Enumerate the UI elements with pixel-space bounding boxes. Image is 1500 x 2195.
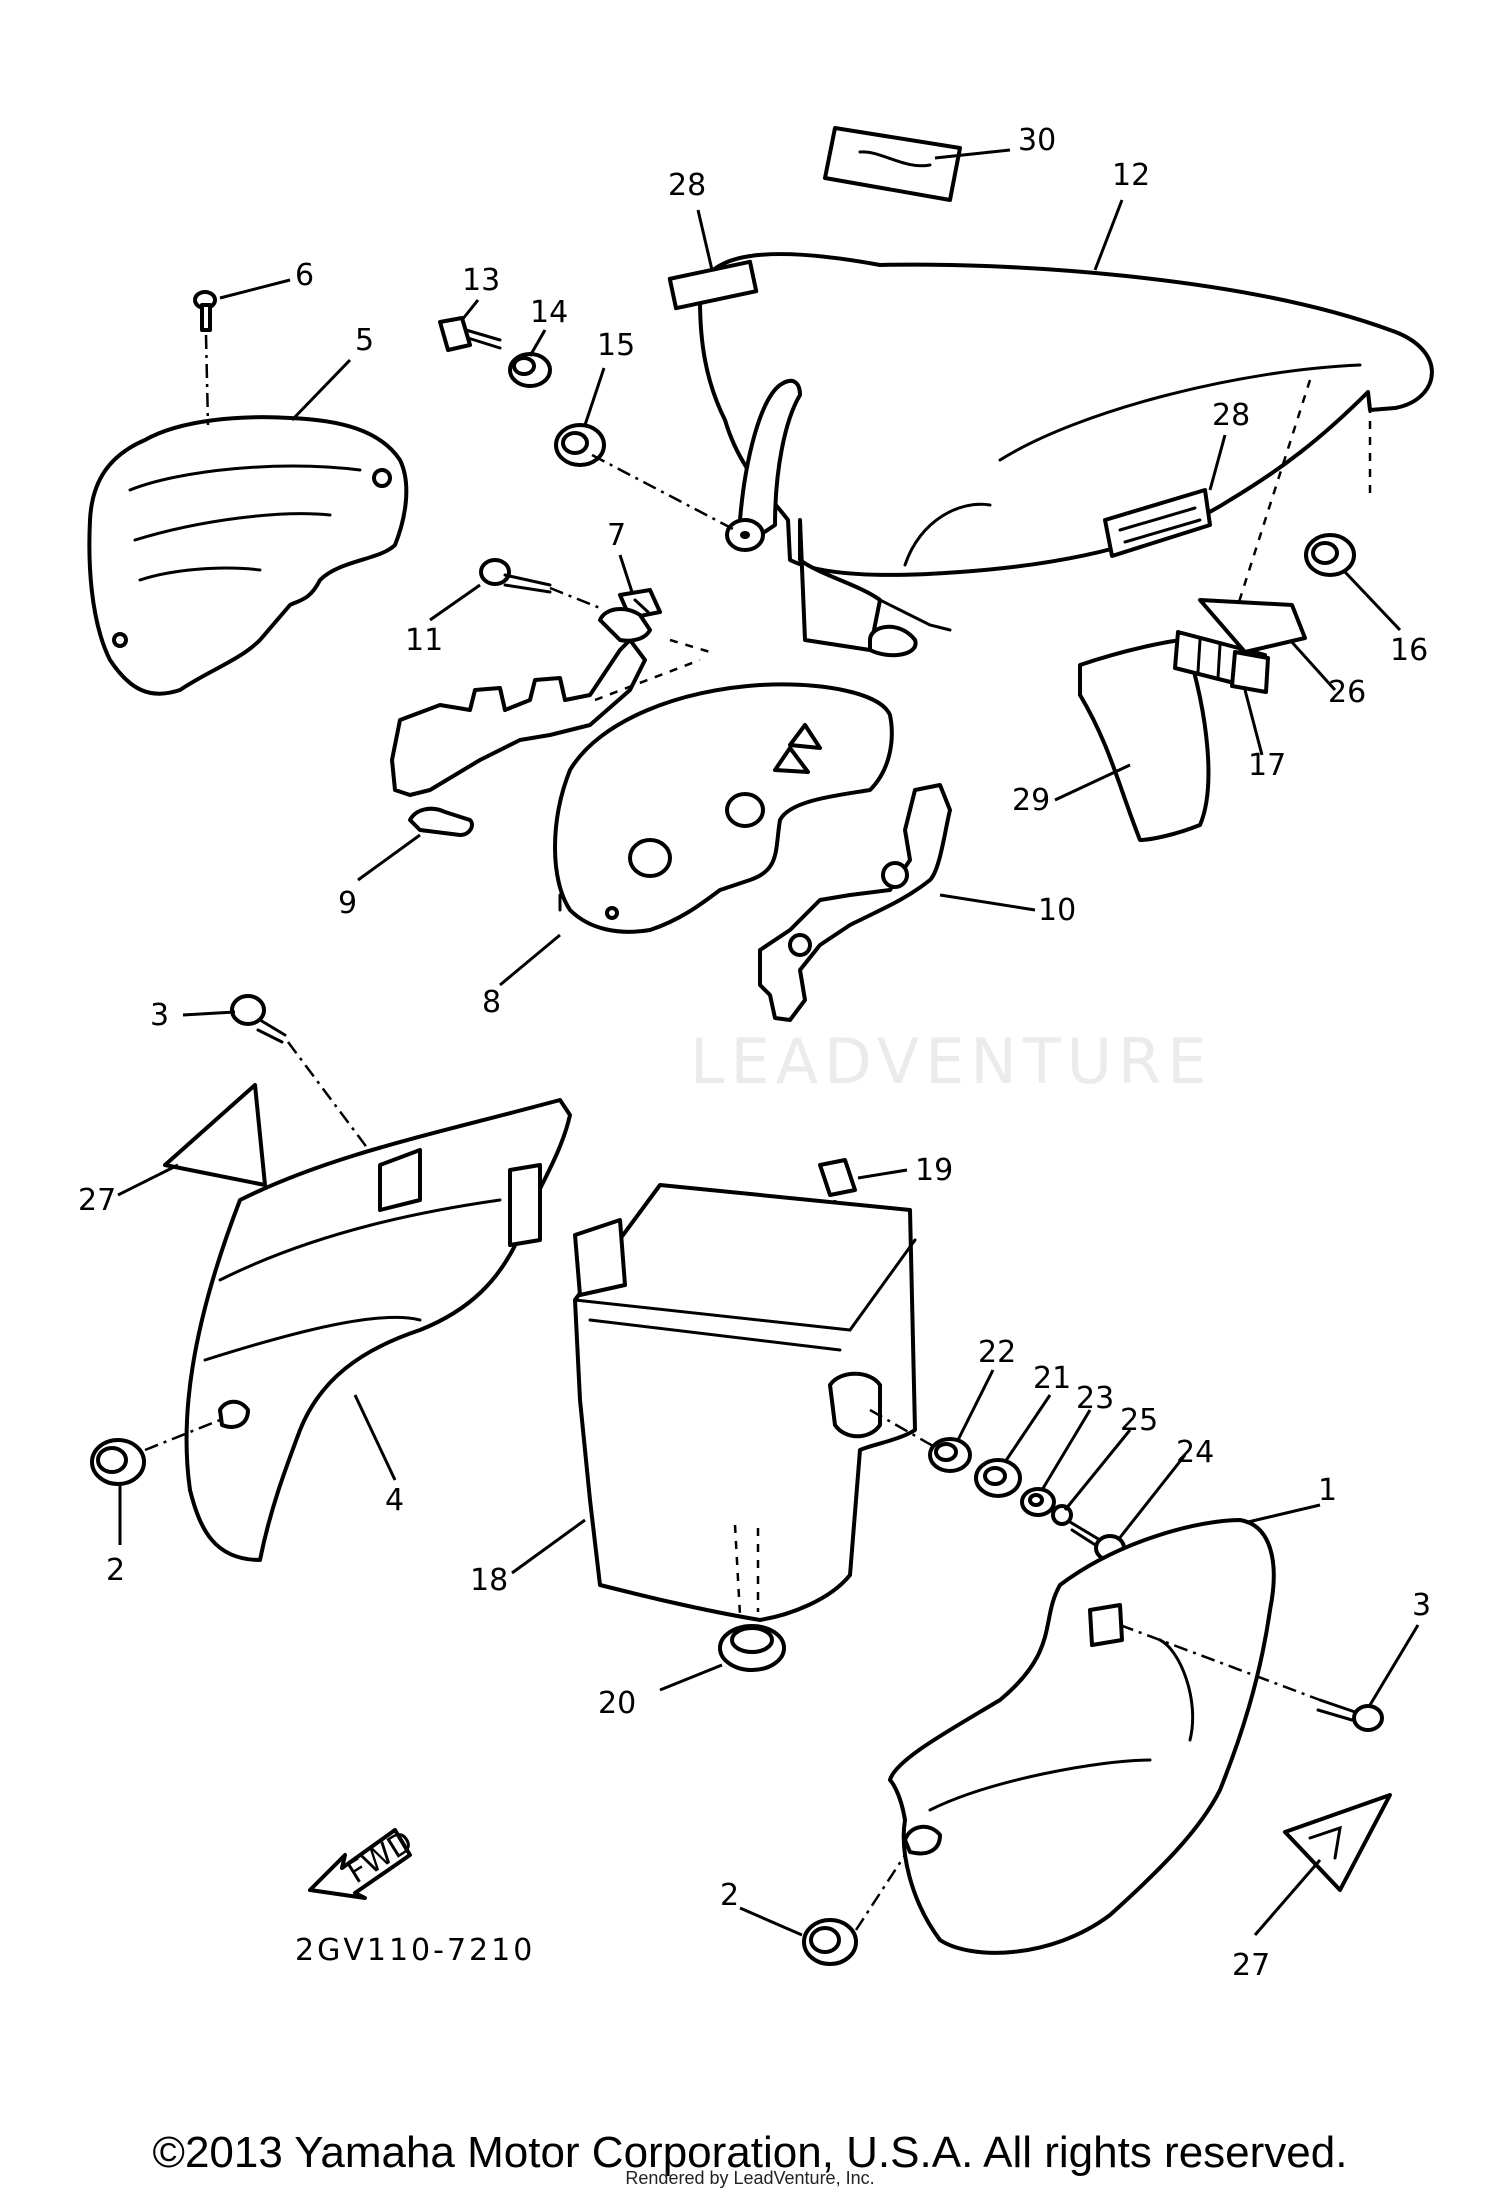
bolt-13-part bbox=[438, 316, 502, 352]
callout-14: 14 bbox=[530, 295, 568, 330]
callout-1: 1 bbox=[1318, 1473, 1337, 1508]
callout-22: 22 bbox=[978, 1335, 1016, 1370]
tank-side-pad-part bbox=[1078, 638, 1211, 842]
callout-29: 29 bbox=[1012, 783, 1050, 818]
rendered-by-text: Rendered by LeadVenture, Inc. bbox=[625, 2168, 875, 2188]
callout-10: 10 bbox=[1038, 893, 1076, 928]
axis-line-2a bbox=[144, 1418, 221, 1452]
callout-18: 18 bbox=[470, 1563, 508, 1598]
callout-27b: 27 bbox=[1232, 1948, 1270, 1983]
callout-8: 8 bbox=[482, 985, 501, 1020]
callout-13: 13 bbox=[462, 263, 500, 298]
clip-19-part bbox=[818, 1158, 857, 1197]
callout-4: 4 bbox=[385, 1483, 404, 1518]
rear-fender-part bbox=[184, 1098, 572, 1562]
warning-label-part bbox=[823, 126, 962, 202]
callout-16: 16 bbox=[1390, 633, 1428, 668]
axis-line-2b bbox=[854, 1854, 907, 1931]
callout-6: 6 bbox=[295, 258, 314, 293]
axis-line-6 bbox=[204, 334, 210, 426]
callout-27a: 27 bbox=[78, 1183, 116, 1218]
collar-22-part bbox=[928, 1437, 972, 1473]
axis-line-13 bbox=[591, 453, 736, 532]
callout-3b: 3 bbox=[1412, 1588, 1431, 1623]
callout-5: 5 bbox=[355, 323, 374, 358]
bolt-11-part bbox=[479, 558, 552, 594]
callout-21: 21 bbox=[1033, 1361, 1071, 1396]
battery-box-part bbox=[573, 1183, 917, 1622]
stripe-decal-part bbox=[667, 259, 759, 311]
leader-lines bbox=[117, 148, 1420, 1937]
grommet-2b-part bbox=[802, 1918, 858, 1966]
side-cover-right-part bbox=[888, 1518, 1276, 1955]
fwd-arrow-text: FWD bbox=[341, 1824, 419, 1891]
callout-7: 7 bbox=[607, 518, 626, 553]
fuel-tank-part bbox=[698, 252, 1434, 658]
callout-3a: 3 bbox=[150, 998, 169, 1033]
callout-23: 23 bbox=[1076, 1381, 1114, 1416]
bracket-10-part bbox=[758, 783, 952, 1022]
axis-line-1 bbox=[1119, 1623, 1321, 1702]
grommet-2a-part bbox=[90, 1438, 146, 1486]
callout-17: 17 bbox=[1248, 748, 1286, 783]
callout-12: 12 bbox=[1112, 158, 1150, 193]
callout-28b: 28 bbox=[1212, 398, 1250, 433]
decal-27a-part bbox=[163, 1083, 267, 1187]
grommet-21-part bbox=[974, 1458, 1022, 1498]
axis-line-11 bbox=[549, 586, 601, 610]
callout-20: 20 bbox=[598, 1686, 636, 1721]
axis-line-22 bbox=[869, 1408, 941, 1452]
forward-arrow: FWD bbox=[308, 1824, 419, 1900]
callout-24: 24 bbox=[1176, 1435, 1214, 1470]
callout-2b: 2 bbox=[720, 1878, 739, 1913]
callout-labels: 30 28 12 6 5 13 14 15 28 7 11 16 26 17 2… bbox=[78, 123, 1431, 1983]
callout-2a: 2 bbox=[106, 1553, 125, 1588]
collar-14-part bbox=[508, 352, 552, 388]
grommet-15-part bbox=[554, 423, 606, 467]
washer-23-part bbox=[1020, 1487, 1056, 1517]
part-number: 2GV110-7210 bbox=[295, 1933, 535, 1968]
callout-25: 25 bbox=[1120, 1403, 1158, 1438]
callout-30: 30 bbox=[1018, 123, 1056, 158]
axis-line-3a bbox=[286, 1041, 382, 1166]
air-cleaner-cover-part bbox=[87, 415, 409, 696]
axis-line-9 bbox=[594, 638, 711, 702]
pad-part bbox=[1198, 598, 1307, 654]
watermark: LEADVENTURE bbox=[690, 1025, 1213, 1098]
screw-6-part bbox=[193, 290, 217, 332]
washer-25-part bbox=[1051, 1504, 1073, 1526]
grommet-20-part bbox=[718, 1624, 786, 1672]
callout-15: 15 bbox=[597, 328, 635, 363]
bolt-3b-part bbox=[1316, 1698, 1384, 1732]
grommet-16-part bbox=[1304, 533, 1356, 577]
callout-28a: 28 bbox=[668, 168, 706, 203]
bracket-9-part bbox=[390, 607, 652, 837]
callout-19: 19 bbox=[915, 1153, 953, 1188]
callout-11: 11 bbox=[405, 623, 443, 658]
damper-part bbox=[1173, 630, 1270, 694]
callout-26: 26 bbox=[1328, 675, 1366, 710]
callout-9: 9 bbox=[338, 886, 357, 921]
bolt-3a-part bbox=[230, 994, 287, 1044]
tank-emblem-part bbox=[1103, 488, 1212, 558]
decal-27b-part bbox=[1283, 1793, 1392, 1892]
side-cover-inner-part bbox=[553, 682, 894, 934]
copyright-text: ©2013 Yamaha Motor Corporation, U.S.A. A… bbox=[152, 2128, 1348, 2177]
